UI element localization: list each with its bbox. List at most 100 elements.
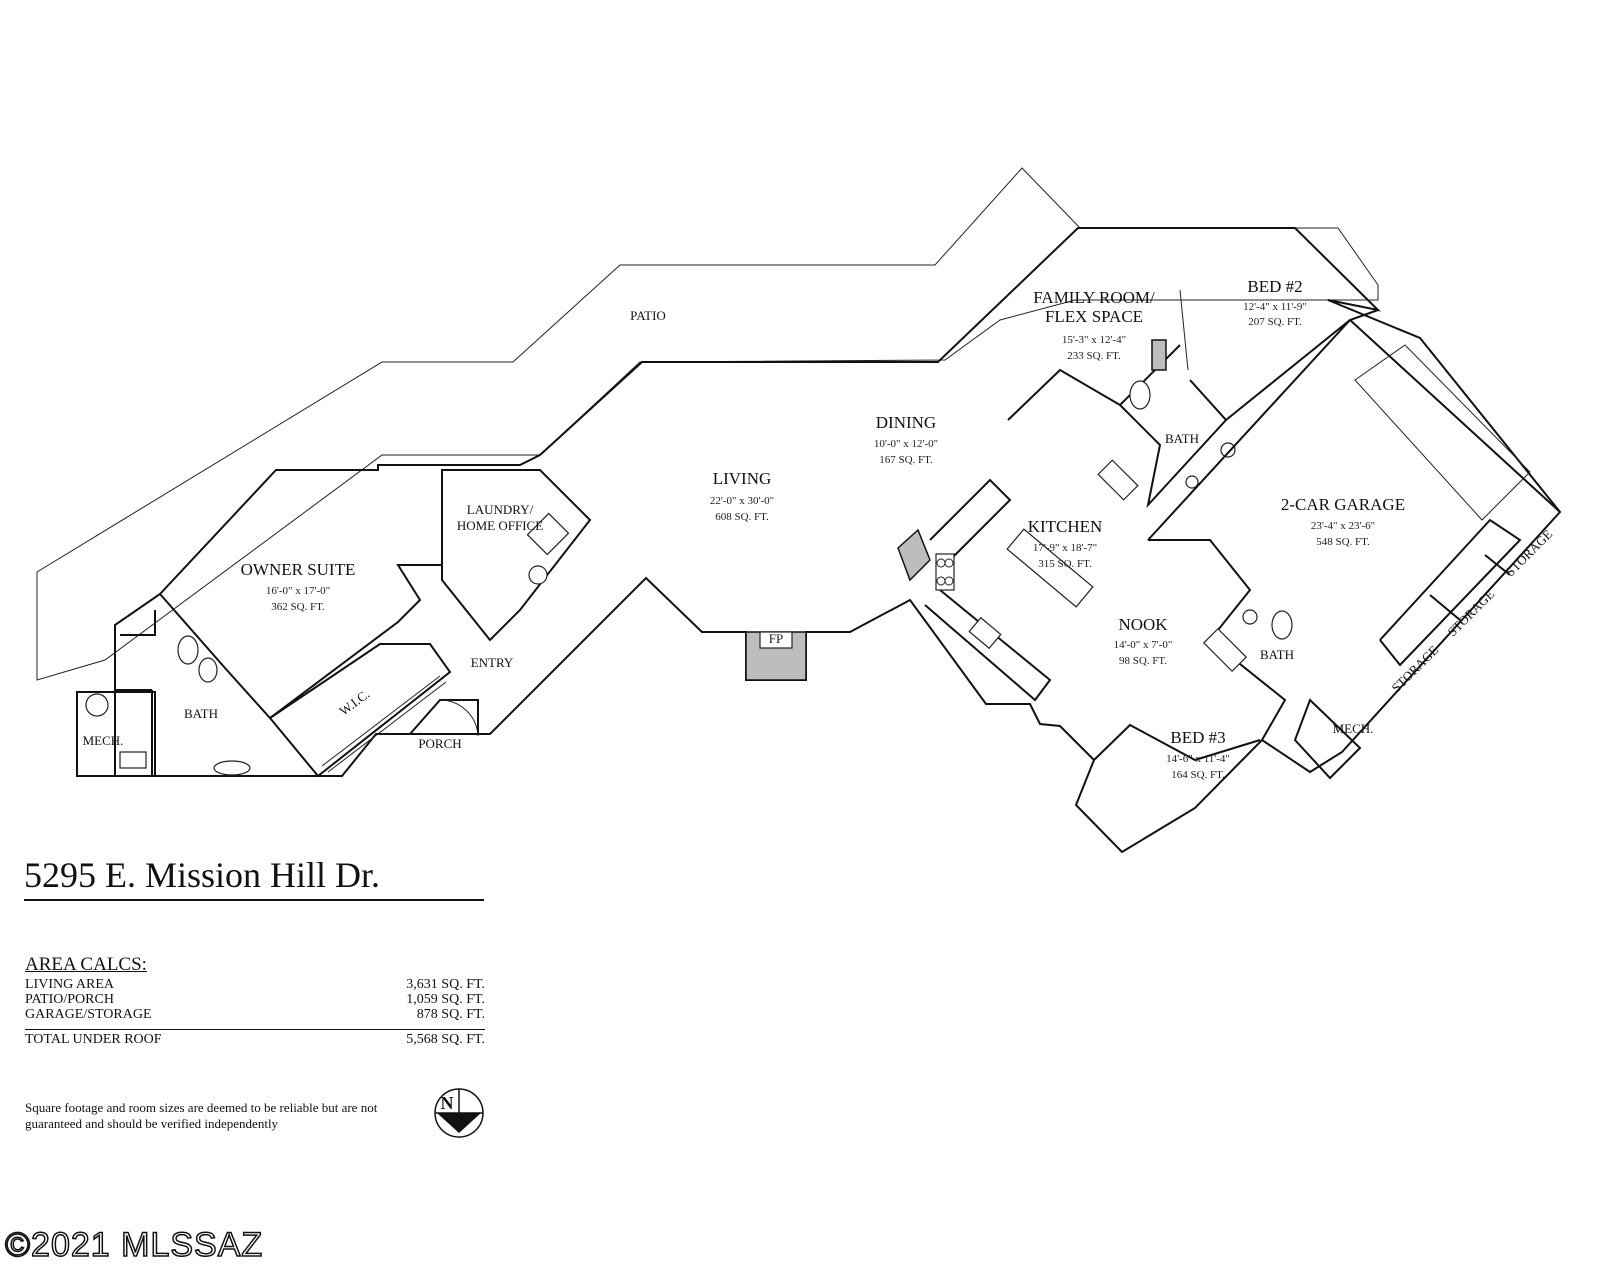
label-garage: 2-CAR GARAGE [1281,495,1405,514]
toilet-owner-bath [177,635,199,665]
flex-partition [1179,289,1189,371]
calc-row: GARAGE/STORAGE 878 SQ. FT. [25,1007,485,1022]
calc-label: LIVING AREA [25,977,115,992]
calc-total-value: 5,568 SQ. FT. [406,1032,485,1047]
label-dining: DINING [876,413,936,432]
dims-bed2: 12'-4" x 11'-9" [1243,301,1307,313]
owner-bath-walls [120,610,156,636]
burner [944,558,954,568]
middle-bath-walls [1148,539,1287,741]
calc-value: 878 SQ. FT. [416,1007,485,1022]
calc-value: 1,059 SQ. FT. [406,992,485,1007]
label-entry: ENTRY [471,655,514,670]
label-kitchen: KITCHEN [1028,517,1103,536]
label-bath-mid: BATH [1260,647,1294,662]
calc-value: 3,631 SQ. FT. [406,977,485,992]
dims-family-room: 15'-3" x 12'-4" [1062,334,1126,346]
kitchen-column [897,528,931,582]
area-owner-suite: 362 SQ. FT. [271,601,325,613]
area-bed2: 207 SQ. FT. [1248,316,1302,328]
top-bath-walls [1119,379,1228,509]
dims-bed3: 14'-6" x 11'-4" [1166,753,1230,765]
label-patio: PATIO [630,308,666,323]
calc-row: LIVING AREA 3,631 SQ. FT. [25,977,485,992]
mech-unit [119,751,147,769]
area-calcs-heading: AREA CALCS: [25,954,147,975]
label-mech-left: MECH. [83,733,124,748]
sink-top-bath-2 [1185,475,1199,489]
dims-garage: 23'-4" x 23'-6" [1311,520,1375,532]
house-exterior-walls [114,227,1562,854]
fireplace-box [759,631,793,649]
label-bath-top: BATH [1165,431,1199,446]
area-family-room: 233 SQ. FT. [1067,350,1121,362]
area-calcs: AREA CALCS: LIVING AREA 3,631 SQ. FT. PA… [25,955,485,1047]
patio-outline [36,167,1379,681]
bidet-owner-bath [198,657,218,683]
dims-owner-suite: 16'-0" x 17'-0" [266,585,330,597]
sink-owner-bath [213,760,251,776]
sink-laundry [528,565,548,585]
area-dining: 167 SQ. FT. [879,454,933,466]
label-bath-owner: BATH [184,706,218,721]
family-room-walls [1007,344,1181,421]
dims-nook: 14'-0" x 7'-0" [1114,639,1173,651]
label-owner-suite: OWNER SUITE [241,560,356,579]
owner-suite-walls [159,564,442,720]
wall-chase [1151,339,1167,371]
toilet-middle-bath [1271,610,1293,640]
label-porch: PORCH [418,736,461,751]
water-heater [85,693,109,717]
disclaimer: Square footage and room sizes are deemed… [25,1100,378,1131]
dims-dining: 10'-0" x 12'-0" [874,438,938,450]
wic-shelf [321,675,441,767]
calc-label: PATIO/PORCH [25,992,114,1007]
tub-top-bath [1097,459,1139,501]
laundry-walls [441,469,592,642]
area-bed3: 164 SQ. FT. [1171,769,1225,781]
tub-middle-bath [1202,627,1248,673]
label-fireplace: FP [769,631,783,646]
label-family-room-1: FAMILY ROOM/ [1033,288,1155,307]
kitchen-island [1006,528,1094,608]
kitchen-counter [929,478,1012,561]
toilet-top-bath [1129,380,1151,410]
calc-total-row: TOTAL UNDER ROOF 5,568 SQ. FT. [25,1029,485,1047]
storage-divider [1484,554,1511,576]
mech-right-walls [1293,698,1362,780]
label-wic: W.I.C. [336,686,372,718]
label-laundry-2: HOME OFFICE [457,518,543,533]
label-family-room-2: FLEX SPACE [1045,307,1143,326]
property-address: 5295 E. Mission Hill Dr. [24,853,484,901]
calc-row: PATIO/PORCH 1,059 SQ. FT. [25,992,485,1007]
burner [944,576,954,586]
north-arrow-icon: N [434,1088,484,1138]
storage-divider [1429,594,1461,621]
garage-inner-wall [1147,319,1351,541]
storage-walls [1379,518,1522,667]
label-nook: NOOK [1118,615,1168,634]
label-living: LIVING [713,469,772,488]
range [935,553,955,591]
area-nook: 98 SQ. FT. [1119,655,1167,667]
dims-kitchen: 17'-9" x 18'-7" [1033,542,1097,554]
area-kitchen: 315 SQ. FT. [1038,558,1092,570]
bed3-walls [1093,723,1261,762]
north-label: N [441,1093,454,1113]
label-laundry-1: LAUNDRY/ [467,502,534,517]
sink-top-bath [1220,442,1236,458]
wic-walls [268,643,452,778]
porch-walls [407,699,479,735]
garage-vehicle-area [1354,344,1531,521]
washer [526,512,570,556]
garage-front [1349,319,1561,513]
mech-left-walls [76,691,156,777]
area-garage: 548 SQ. FT. [1316,536,1370,548]
mls-watermark: ©2021 MLSSAZ [4,1225,264,1265]
kitchen-sink [968,616,1002,650]
sink-middle-bath [1242,609,1258,625]
calc-total-label: TOTAL UNDER ROOF [25,1032,162,1047]
label-bed3: BED #3 [1170,728,1225,747]
label-bed2: BED #2 [1247,277,1302,296]
